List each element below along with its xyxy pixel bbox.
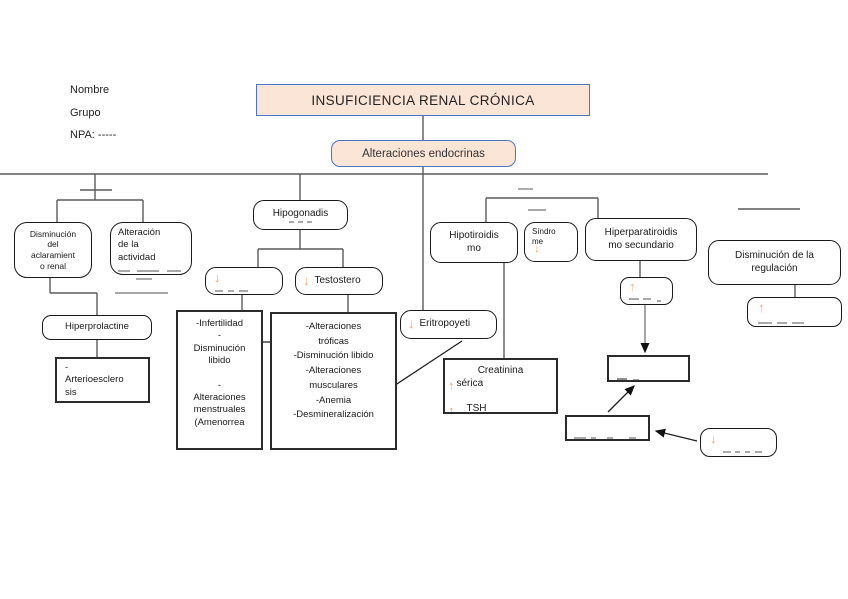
- faint-text-fragment: [643, 298, 651, 300]
- faint-text-fragment: [228, 290, 234, 292]
- hipogonadismo-text: Hipogonadis: [272, 207, 329, 219]
- eritropoyetina-box: ↓ Eritropoyeti: [400, 310, 497, 339]
- faint-text-fragment: [137, 270, 159, 272]
- faint-text-fragment: [118, 270, 130, 272]
- faint-text-fragment: [617, 378, 627, 380]
- faint-text-fragment: [629, 298, 639, 300]
- faint-text-fragment: [735, 451, 740, 453]
- faint-text-fragment: [745, 451, 750, 453]
- main-title-box: INSUFICIENCIA RENAL CRÓNICA: [256, 84, 590, 116]
- aclaramiento-renal-box: Disminución del aclaramient o renal: [14, 222, 92, 278]
- hiperparatiroidismo-box: Hiperparatiroidis mo secundario: [585, 218, 697, 261]
- faint-text-fragment: [591, 437, 596, 439]
- serica-text: sérica: [456, 378, 484, 389]
- testosterona-box: ↓ Testostero: [295, 267, 383, 295]
- up-arrow-icon: ↑: [448, 378, 455, 393]
- bottom-left-box: [565, 415, 650, 441]
- faint-text-fragment: [758, 322, 772, 324]
- faint-text-fragment: [755, 451, 762, 453]
- faint-text-fragment: [215, 290, 223, 292]
- up-arrow-icon: ↑: [758, 300, 765, 315]
- faint-text-fragment: [307, 221, 312, 223]
- faint-text-fragment: [723, 451, 731, 453]
- regulacion-box: Disminución de la regulación: [708, 240, 841, 285]
- faint-text-fragment: [298, 221, 303, 223]
- bottom-right-box: ↓: [700, 428, 777, 457]
- faint-text-fragment: [629, 437, 636, 439]
- osteodistrofia-box: [607, 355, 690, 382]
- sindrome-text: Síndro me: [532, 227, 556, 246]
- down-arrow-icon: ↓: [408, 316, 415, 332]
- faint-text-fragment: [792, 322, 804, 324]
- up-arrow-icon: ↑: [448, 403, 455, 414]
- up-arrow-icon: ↑: [629, 279, 636, 294]
- hipogonadismo-box: Hipogonadis: [253, 200, 348, 230]
- down-arrow-icon: ↓: [710, 431, 717, 446]
- endocrinas-box: Alteraciones endocrinas: [331, 140, 516, 167]
- alteracion-actividad-text: Alteración de la actividad: [118, 227, 161, 263]
- hipotiroidismo-box: Hipotiroidis mo: [430, 222, 518, 263]
- down-arrow-icon: ↓: [214, 270, 221, 285]
- insulina-box: ↑: [747, 297, 842, 327]
- arterioesclerosis-box: - Arterioesclero sis: [55, 357, 150, 403]
- faint-text-fragment: [239, 290, 248, 292]
- alteracion-actividad-box: Alteración de la actividad: [110, 222, 192, 275]
- testosterona-text: Testostero: [314, 274, 361, 286]
- faint-text-fragment: [167, 270, 181, 272]
- faint-text-fragment: [633, 379, 639, 380]
- faint-text-fragment: [574, 437, 586, 439]
- creatinina-tsh-box: Creatinina ↑ sérica ↑ TSH: [443, 358, 558, 414]
- faint-text-fragment: [657, 300, 661, 302]
- infertilidad-list-box: -Infertilidad - Disminución libido - Alt…: [176, 310, 263, 450]
- faint-text-fragment: [777, 322, 787, 324]
- faint-text-fragment: [607, 437, 613, 439]
- down-arrow-icon: ↓: [534, 241, 540, 255]
- nombre-label: Nombre: [70, 84, 110, 96]
- grupo-label: Grupo: [70, 107, 101, 119]
- alteraciones-list-box: -Alteraciones tróficas -Disminución libi…: [270, 312, 397, 450]
- npa-label: NPA: -----: [70, 129, 117, 141]
- down-arrow-icon: ↓: [303, 272, 310, 288]
- estrogenos-box: ↓: [205, 267, 283, 295]
- creatinina-text: Creatinina: [477, 365, 524, 376]
- tsh-text: TSH: [466, 403, 487, 414]
- sindrome-box: Síndro me ↓: [524, 222, 578, 262]
- eritropoyetina-text: Eritropoyeti: [419, 318, 471, 330]
- pth-box: ↑: [620, 277, 673, 305]
- hiperprolactinemia-box: Hiperprolactine: [42, 315, 152, 340]
- faint-text-fragment: [289, 221, 294, 223]
